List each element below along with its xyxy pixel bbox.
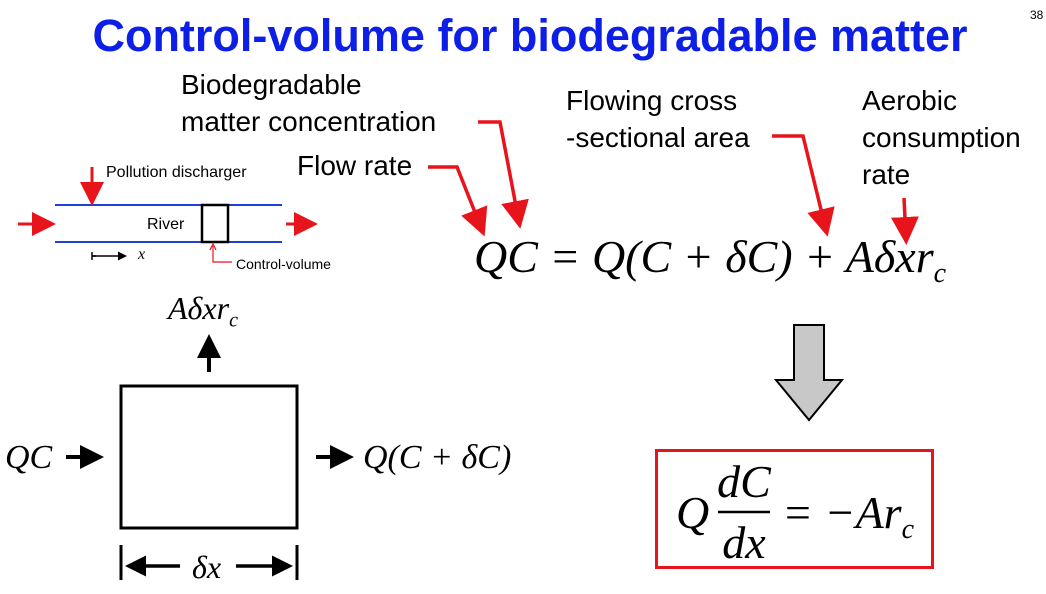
delta-x-label: δx: [190, 549, 224, 586]
equation-lhs: QC: [474, 231, 538, 282]
label-cross-sectional-area: Flowing cross -sectional area: [566, 85, 750, 153]
derivation-down-arrow: [773, 324, 845, 422]
control-volume-label: Control-volume: [236, 256, 331, 272]
outflow-term: Q(C + δC): [363, 439, 512, 476]
consumption-term: Aδxrc: [168, 290, 238, 332]
arrow-concentration: [478, 120, 529, 229]
arrow-cross-section: [772, 134, 835, 237]
result-denominator: dx: [722, 517, 766, 568]
mass-balance-equation: QC = Q(C + δC) + Aδxrc: [474, 230, 946, 290]
label-biodegradable-concentration: Biodegradable matter concentration: [181, 69, 437, 137]
x-axis-label: x: [138, 246, 146, 263]
result-q: Q: [676, 487, 710, 538]
result-numerator: dC: [717, 456, 771, 507]
control-box: [119, 384, 299, 530]
arrow-flow-rate: [428, 165, 488, 237]
result-rhs-sub: c: [901, 514, 915, 546]
label-flow-rate: Flow rate: [297, 150, 413, 181]
river-label: River: [147, 216, 185, 233]
result-equation-box: [655, 449, 934, 569]
slide-title: Control-volume for biodegradable matter: [92, 10, 968, 61]
control-volume-rect: [200, 203, 230, 244]
consumption-term-main: Aδxr: [168, 290, 230, 326]
arrow-aerobic: [890, 197, 919, 245]
result-rhs: = −Arc: [782, 486, 914, 546]
control-volume-pointer: [212, 246, 232, 263]
consumption-term-sub: c: [229, 309, 238, 332]
slide-number: 38: [1030, 8, 1044, 22]
equation-rhs-sub: c: [933, 258, 947, 290]
pollution-discharger-label: Pollution discharger: [106, 164, 247, 181]
result-rhs-main: = −Ar: [782, 487, 902, 538]
inflow-term: QC: [5, 439, 53, 476]
equation-rhs: = Q(C + δC) + Aδxr: [549, 231, 934, 282]
label-aerobic-consumption-rate: Aerobic consumption rate: [862, 85, 1021, 190]
